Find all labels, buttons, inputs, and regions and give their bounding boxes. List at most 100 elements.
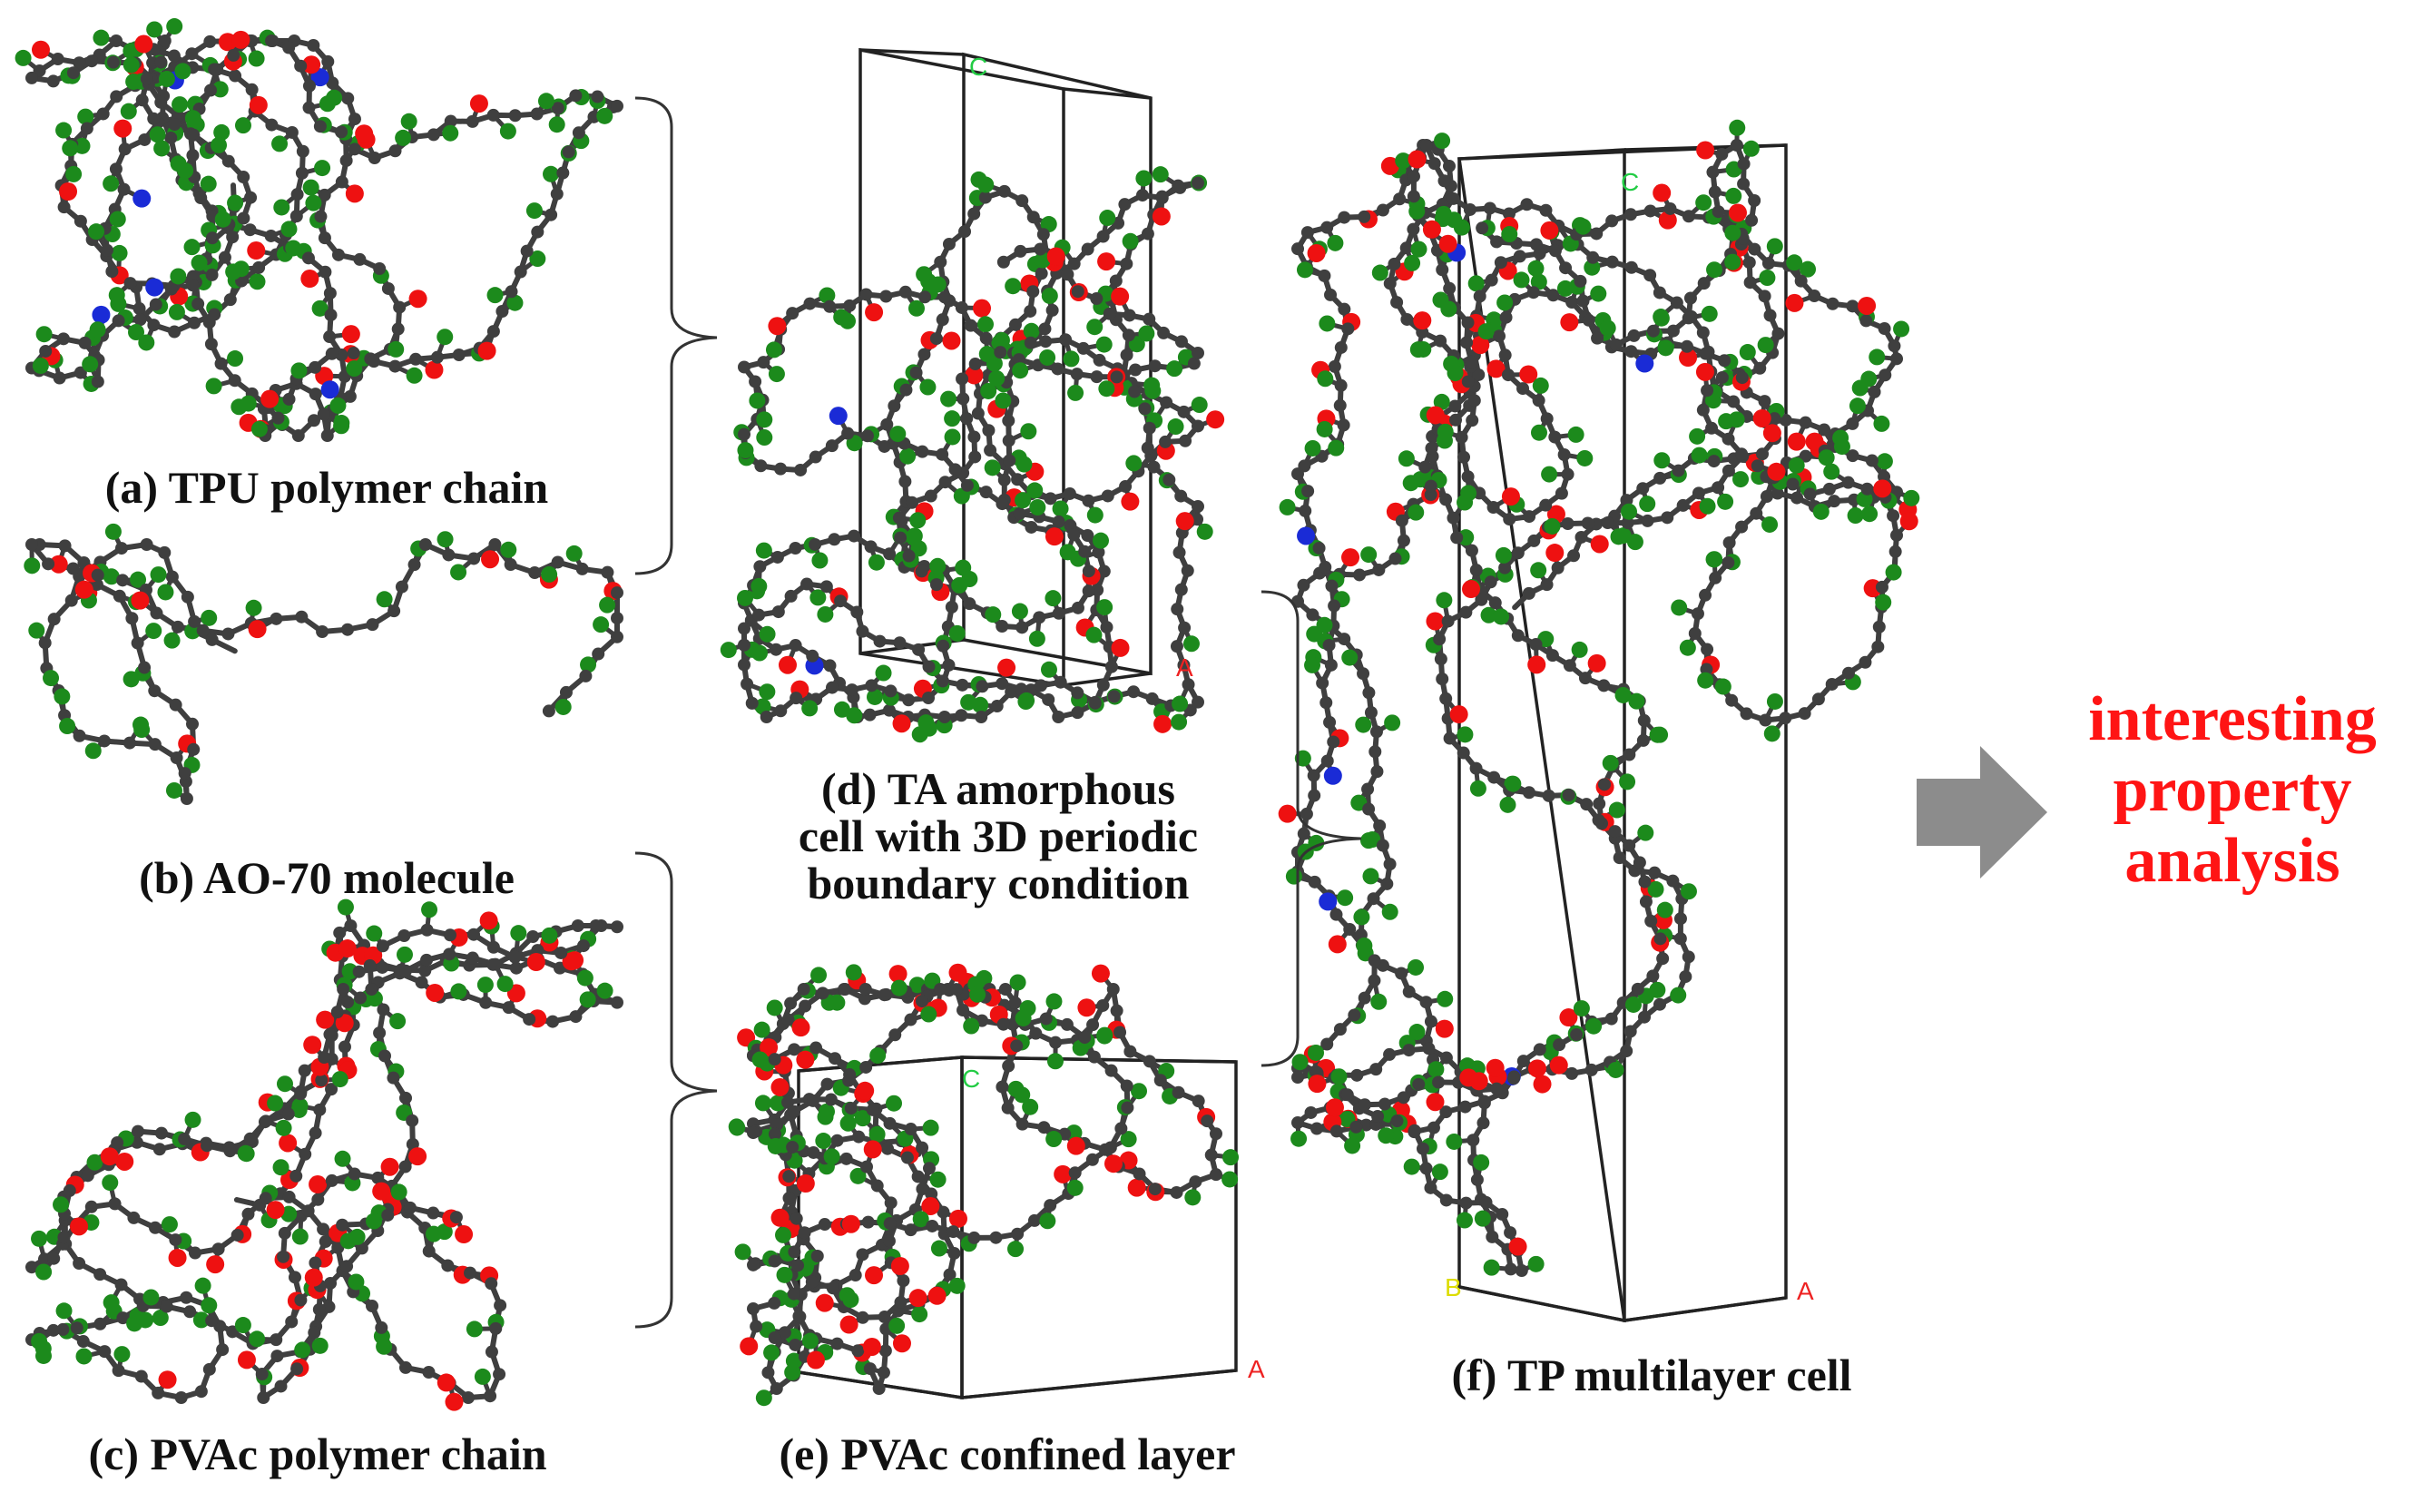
carbon-atom — [1644, 914, 1658, 928]
carbon-atom — [485, 1345, 498, 1359]
carbon-atom — [878, 988, 891, 1002]
hydrogen-atom — [331, 1071, 348, 1088]
oxygen-atom — [303, 1036, 322, 1055]
carbon-atom — [216, 1343, 230, 1357]
carbon-atom — [894, 1295, 907, 1309]
hydrogen-atom — [948, 1277, 966, 1294]
carbon-atom — [493, 1368, 506, 1381]
carbon-atom — [1114, 1122, 1128, 1135]
carbon-atom — [1096, 678, 1110, 692]
carbon-atom — [1648, 866, 1662, 879]
hydrogen-atom — [866, 688, 883, 705]
carbon-atom — [486, 325, 500, 339]
carbon-atom — [181, 590, 194, 604]
carbon-atom — [1400, 312, 1414, 326]
carbon-atom — [398, 1160, 412, 1173]
oxygen-atom — [770, 1208, 790, 1227]
oxygen-atom — [796, 1174, 815, 1193]
carbon-atom — [1192, 176, 1204, 190]
hydrogen-atom — [346, 360, 363, 378]
carbon-atom — [1637, 713, 1651, 727]
hydrogen-atom — [1319, 315, 1336, 332]
hydrogen-atom — [319, 95, 336, 113]
hydrogen-atom — [541, 565, 558, 583]
carbon-atom — [1477, 1096, 1491, 1110]
carbon-atom — [208, 308, 221, 321]
carbon-atom — [859, 1060, 873, 1074]
carbon-atom — [934, 983, 947, 996]
carbon-atom — [187, 742, 201, 756]
carbon-atom — [528, 566, 542, 580]
carbon-atom — [611, 99, 623, 113]
nitrogen-atom — [1635, 354, 1654, 373]
hydrogen-atom — [929, 557, 947, 574]
carbon-atom — [466, 114, 479, 128]
carbon-atom — [824, 1093, 838, 1106]
hydrogen-atom — [1378, 1127, 1395, 1144]
carbon-atom — [826, 681, 839, 694]
hydrogen-atom — [1052, 500, 1069, 517]
carbon-atom — [1790, 491, 1804, 505]
oxygen-atom — [770, 1077, 790, 1096]
hydrogen-atom — [35, 326, 53, 343]
carbon-atom — [774, 704, 788, 718]
carbon-atom — [611, 586, 623, 600]
hydrogen-atom — [280, 1205, 298, 1222]
carbon-atom — [1010, 1039, 1024, 1053]
hydrogen-atom — [1699, 497, 1716, 515]
carbon-atom — [546, 1015, 560, 1028]
oxygen-atom — [1066, 1136, 1085, 1155]
carbon-atom — [317, 1222, 330, 1236]
hydrogen-atom — [499, 123, 516, 140]
carbon-atom — [226, 1325, 240, 1339]
hydrogen-atom — [1360, 832, 1378, 849]
carbon-atom — [309, 1126, 322, 1140]
carbon-atom — [289, 1169, 303, 1183]
hydrogen-atom — [728, 1118, 745, 1135]
hydrogen-atom — [1732, 471, 1750, 488]
carbon-atom — [1424, 479, 1437, 493]
oxygen-atom — [158, 1370, 177, 1389]
carbon-atom — [1127, 685, 1141, 699]
hydrogen-atom — [53, 1196, 70, 1213]
carbon-atom — [47, 613, 61, 626]
carbon-atom — [336, 1218, 349, 1232]
carbon-atom — [313, 1103, 327, 1116]
hydrogen-atom — [102, 1174, 119, 1192]
carbon-atom — [415, 976, 428, 989]
oxygen-atom — [942, 331, 961, 350]
carbon-atom — [1291, 467, 1304, 481]
carbon-atom — [1319, 696, 1333, 710]
hydrogen-atom — [200, 175, 217, 192]
carbon-atom — [1320, 754, 1334, 768]
carbon-atom — [1673, 932, 1687, 946]
carbon-atom — [1120, 349, 1133, 362]
carbon-atom — [810, 1249, 824, 1262]
hydrogen-atom — [753, 1021, 770, 1038]
carbon-atom — [898, 475, 912, 488]
carbon-atom — [1636, 482, 1650, 496]
carbon-atom — [271, 411, 285, 425]
hydrogen-atom — [1433, 393, 1450, 410]
hydrogen-atom — [152, 1310, 169, 1327]
carbon-atom — [879, 290, 893, 303]
carbon-atom — [898, 285, 912, 299]
carbon-atom — [1646, 969, 1660, 983]
hydrogen-atom — [775, 1226, 792, 1243]
carbon-atom — [1170, 640, 1183, 653]
hydrogen-atom — [769, 1095, 786, 1112]
hydrogen-atom — [348, 1273, 365, 1291]
carbon-atom — [1367, 892, 1380, 906]
carbon-atom — [856, 624, 869, 638]
carbon-atom — [1068, 1166, 1082, 1180]
carbon-atom — [1722, 464, 1735, 477]
oxygen-atom — [965, 366, 984, 385]
hydrogen-atom — [1171, 713, 1188, 731]
hydrogen-atom — [1034, 251, 1051, 269]
nitrogen-atom — [320, 380, 339, 399]
carbon-atom — [1060, 1017, 1074, 1031]
carbon-atom — [298, 1064, 311, 1077]
carbon-atom — [25, 1261, 38, 1274]
carbon-atom — [1002, 434, 1015, 447]
oxygen-atom — [279, 1134, 298, 1153]
